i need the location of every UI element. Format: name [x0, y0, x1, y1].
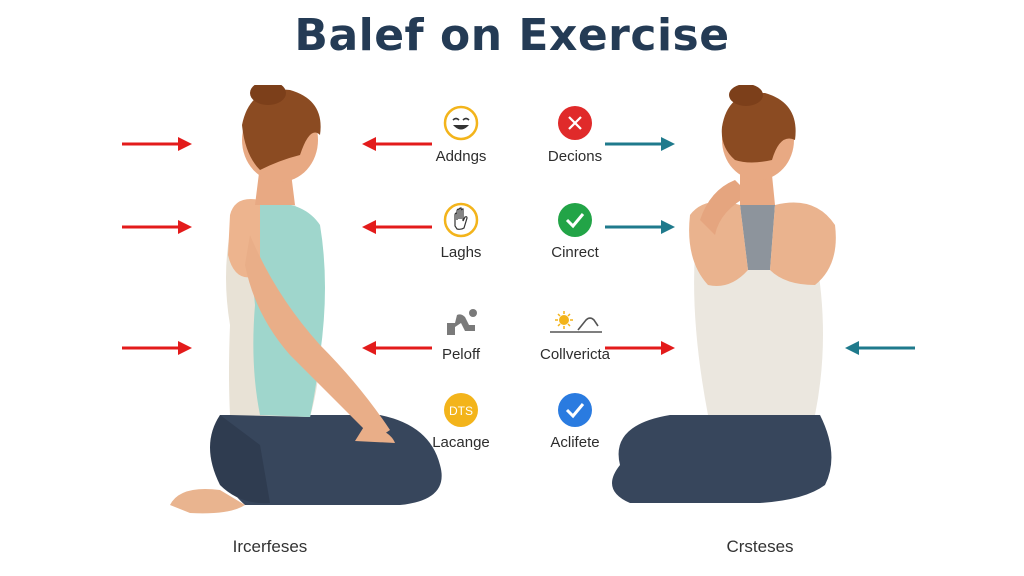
label-peloff: Peloff — [441, 346, 481, 363]
red-arrow-right — [120, 217, 195, 237]
red-arrow-left — [360, 134, 435, 154]
teal-arrow-right — [603, 134, 678, 154]
label-aclifete: Aclifete — [550, 434, 600, 451]
red-arrow-right — [120, 134, 195, 154]
red-arrow-left — [360, 338, 435, 358]
label-laghs: Laghs — [440, 244, 482, 261]
raised-hand-icon — [443, 202, 479, 238]
red-arrow-right — [120, 338, 195, 358]
label-decions: Decions — [547, 148, 603, 165]
page-title: Balef on Exercise — [294, 10, 730, 61]
red-arrow-right — [603, 338, 678, 358]
sun-pose-icon — [548, 308, 604, 344]
teal-arrow-right — [603, 217, 678, 237]
x-circle-icon — [557, 105, 593, 141]
label-addngs: Addngs — [435, 148, 487, 165]
kneeling-pose-icon — [443, 305, 479, 341]
label-lacange: Lacange — [432, 434, 490, 451]
laughing-face-icon — [443, 105, 479, 141]
red-arrow-left — [360, 217, 435, 237]
left-kneeling-figure — [150, 81, 450, 525]
right-kneeling-figure — [590, 84, 850, 525]
label-collvericta: Collvericta — [539, 346, 611, 363]
caption-right: Crsteses — [726, 537, 794, 556]
label-cinrect: Cinrect — [551, 244, 599, 261]
dts-badge-text: DTS — [449, 404, 473, 418]
check-circle-icon — [557, 392, 593, 428]
teal-arrow-left — [843, 338, 918, 358]
caption-left: Ircerfeses — [232, 537, 308, 556]
dts-badge-icon: DTS — [443, 392, 479, 428]
check-circle-icon — [557, 202, 593, 238]
